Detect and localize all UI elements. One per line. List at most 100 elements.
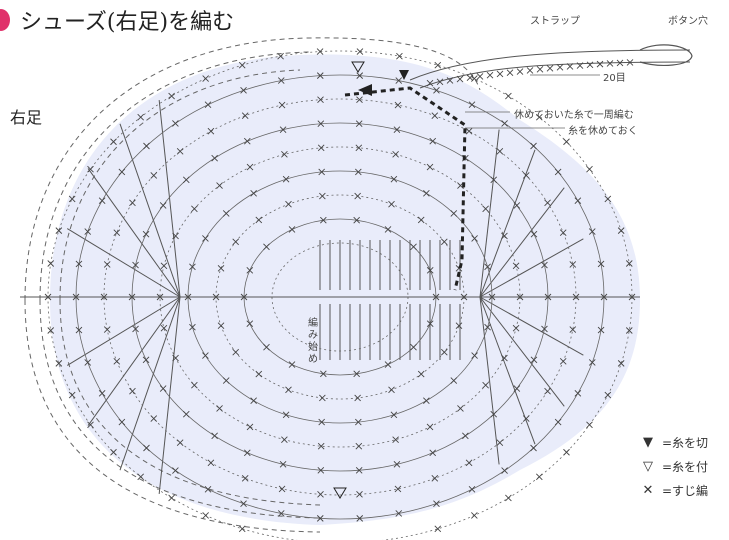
cross-mark <box>75 326 83 334</box>
cross-mark <box>505 494 512 502</box>
cross-mark <box>263 243 270 251</box>
cross-mark <box>482 381 489 389</box>
cross-mark <box>541 325 548 333</box>
cross-mark <box>317 120 325 128</box>
spoke <box>479 296 584 356</box>
cross-mark <box>569 261 577 268</box>
cross-mark <box>355 442 363 450</box>
cross-mark <box>426 320 434 327</box>
cross-mark <box>150 415 158 422</box>
cross-mark <box>574 390 582 397</box>
cross-mark <box>426 423 434 431</box>
cross-mark <box>455 322 463 330</box>
cross-mark <box>440 348 448 356</box>
cross-mark <box>410 243 417 251</box>
cross-mark <box>574 197 582 204</box>
cross-mark <box>279 461 287 468</box>
cross-mark <box>150 172 158 179</box>
cross-mark <box>216 182 223 189</box>
spoke <box>87 296 181 426</box>
cross-mark <box>394 101 402 109</box>
cross-mark <box>501 120 508 127</box>
cross-mark <box>103 326 111 333</box>
cross-mark <box>191 205 198 213</box>
cross-mark <box>84 359 92 366</box>
cross-mark <box>55 227 63 234</box>
cross-mark <box>431 112 439 119</box>
cross-mark <box>277 77 285 84</box>
cross-mark <box>530 444 537 452</box>
cross-mark <box>559 229 567 237</box>
cross-mark <box>433 500 440 507</box>
cross-mark <box>68 195 76 203</box>
cross-mark <box>588 228 596 235</box>
cross-mark <box>232 348 240 356</box>
cross-mark <box>207 459 215 467</box>
cross-mark <box>353 370 360 378</box>
cross-mark <box>113 229 121 237</box>
cross-mark <box>232 238 240 246</box>
cross-mark <box>526 67 534 74</box>
legend-item-cut: ▼ =糸を切 <box>640 434 708 451</box>
cross-mark <box>281 151 288 158</box>
cross-mark <box>288 361 296 368</box>
cross-mark <box>434 61 442 69</box>
cross-mark <box>556 64 564 71</box>
cross-mark <box>554 418 562 426</box>
cross-mark <box>559 357 567 365</box>
legend-item-stitch: ✕ =すじ編 <box>640 482 709 499</box>
cross-mark <box>563 448 570 456</box>
cross-mark <box>417 216 425 224</box>
outer-rings <box>24 37 481 533</box>
title-bullet <box>0 9 10 31</box>
cross-mark <box>143 142 150 150</box>
cross-mark <box>434 525 442 533</box>
cross-mark <box>596 60 604 68</box>
cross-mark <box>103 261 111 268</box>
cross-mark <box>395 510 403 517</box>
cross-mark <box>159 385 167 392</box>
cross-mark <box>490 176 498 184</box>
cross-mark <box>317 96 324 103</box>
cross-mark <box>47 327 55 334</box>
cross-mark <box>388 200 395 208</box>
cross-mark <box>625 327 633 334</box>
cross-mark <box>288 226 296 233</box>
cross-mark <box>486 71 494 79</box>
cross-mark <box>317 442 325 450</box>
cross-mark <box>113 357 121 365</box>
cross-mark <box>278 485 286 493</box>
cross-mark <box>392 151 399 158</box>
cross-mark <box>143 444 150 452</box>
cross-mark <box>522 172 530 179</box>
cross-mark <box>569 326 577 333</box>
cross-mark <box>356 491 363 498</box>
cross-mark <box>431 475 439 482</box>
cross-mark <box>202 512 209 519</box>
cross-mark <box>168 92 175 100</box>
cross-mark <box>84 228 92 235</box>
cross-mark <box>388 386 395 394</box>
cross-mark <box>496 439 504 446</box>
cross-mark <box>68 391 76 399</box>
cross-mark <box>129 199 136 207</box>
cut-marker <box>358 84 372 96</box>
start-label: 編み始め <box>308 318 318 365</box>
page-title: シューズ(右足)を編む <box>20 10 235 35</box>
cross-mark <box>468 101 476 109</box>
cross-mark <box>512 262 520 270</box>
cross-mark <box>250 189 257 197</box>
cross-mark <box>241 112 249 119</box>
cross-mark <box>160 262 168 270</box>
cross-mark <box>604 195 612 203</box>
cross-mark <box>476 73 484 80</box>
cross-mark <box>393 461 401 468</box>
side-label: 右足 <box>10 108 43 127</box>
cross-mark <box>616 59 624 67</box>
spoke <box>479 129 500 298</box>
spoke <box>119 296 181 471</box>
cross-mark <box>426 79 434 87</box>
cross-mark <box>496 70 504 78</box>
cross-mark <box>137 473 145 481</box>
cross-mark <box>506 69 514 77</box>
